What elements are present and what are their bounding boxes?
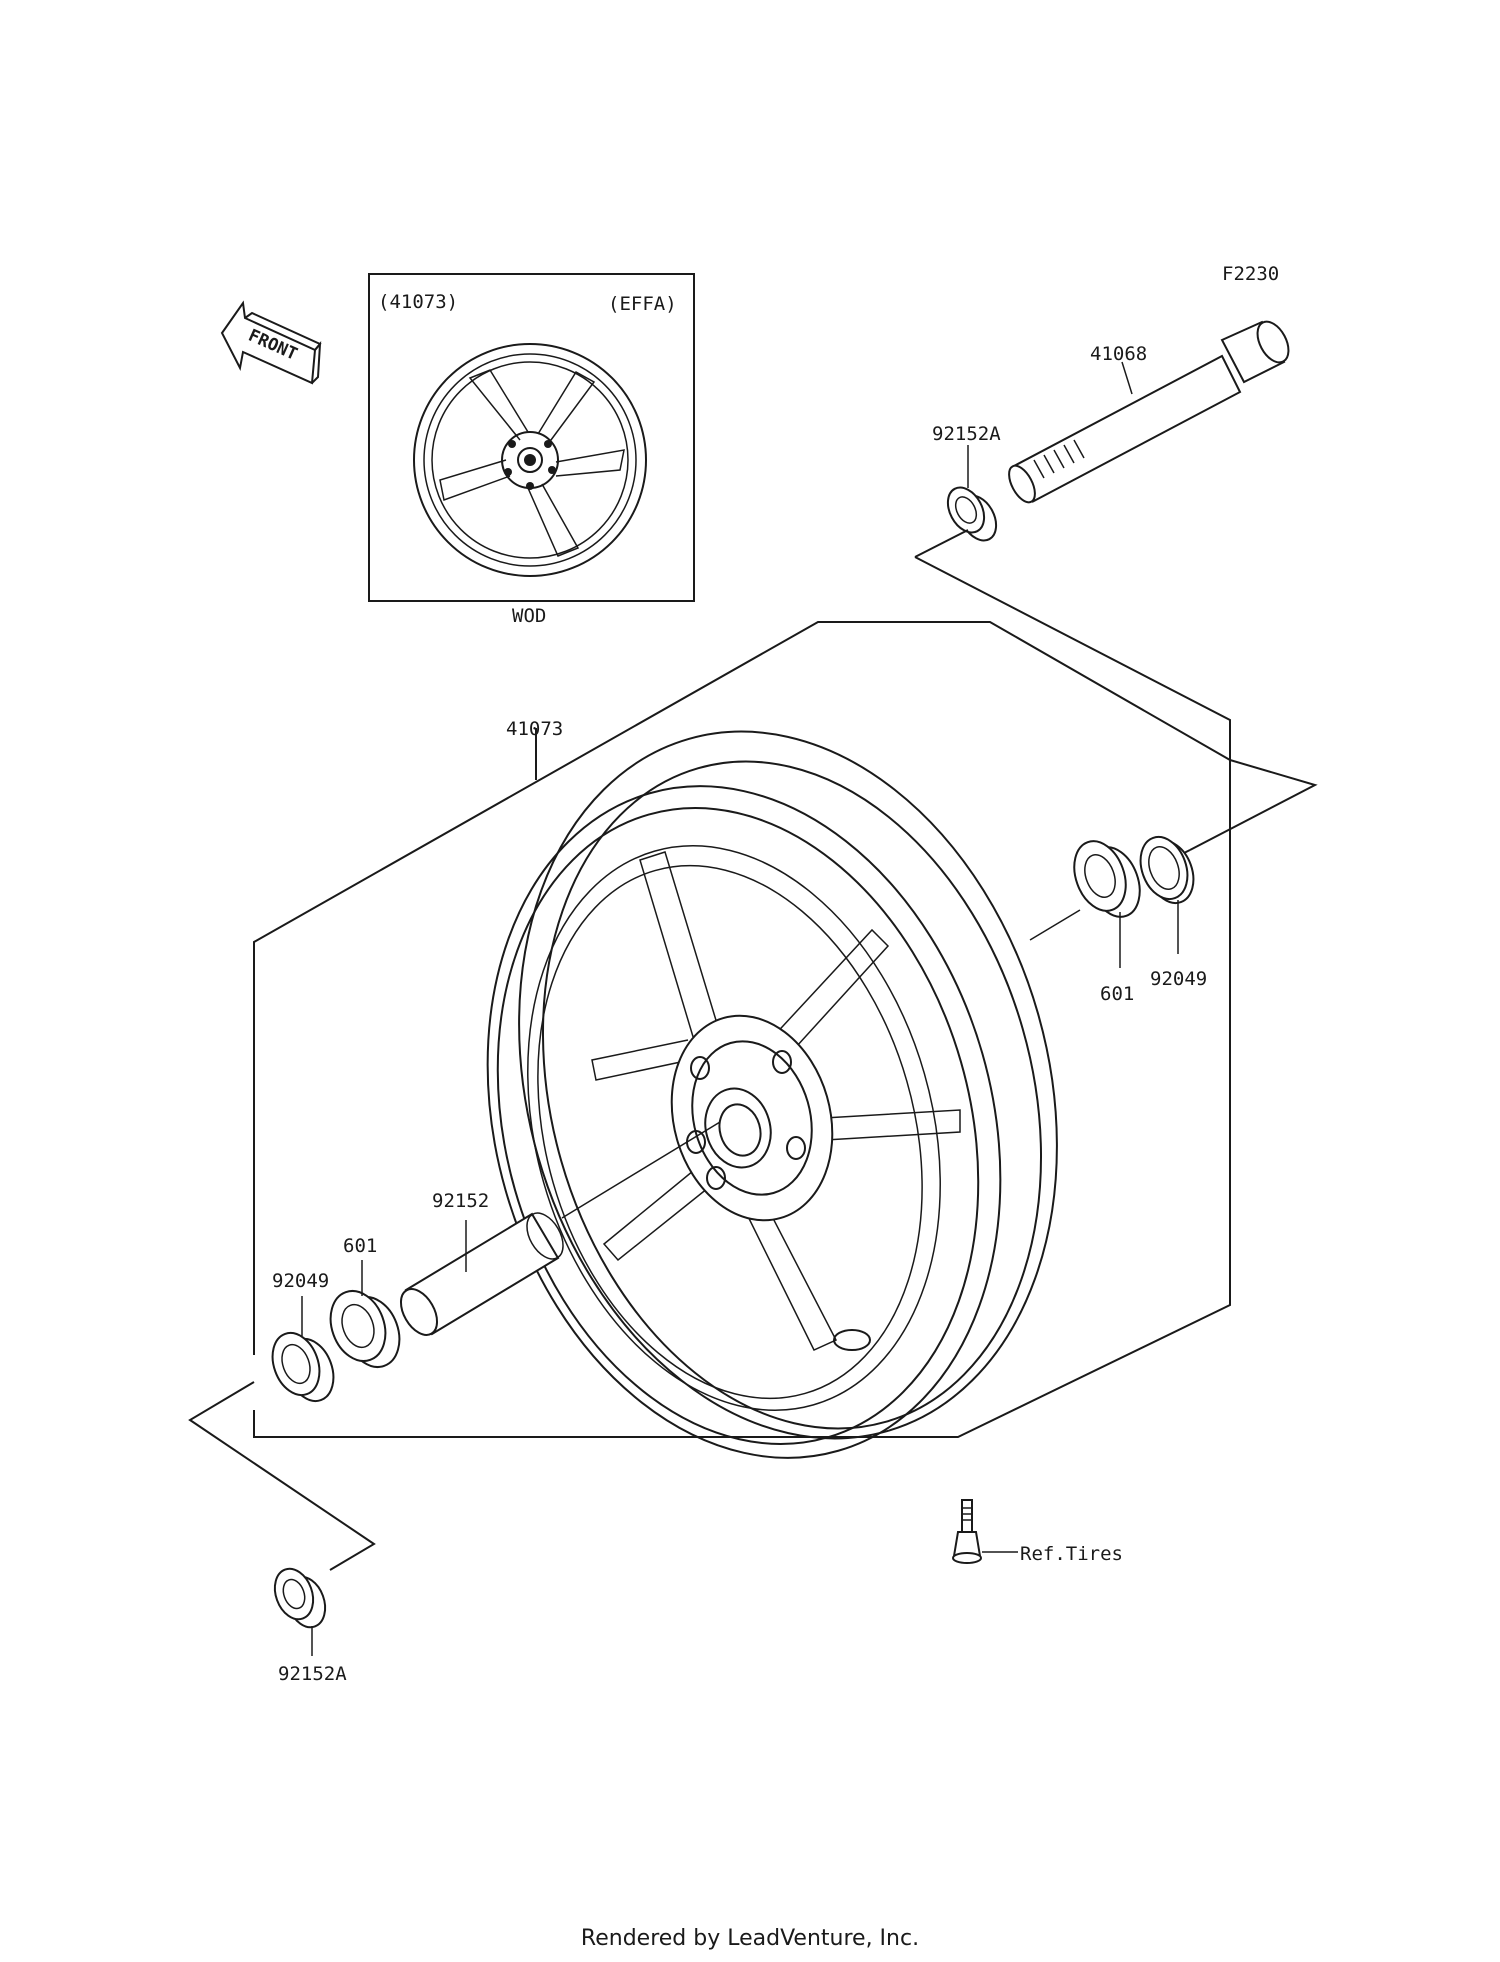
label-valve-reference: Ref.Tires bbox=[1020, 1543, 1123, 1565]
inset-wheel-icon bbox=[413, 343, 647, 577]
inset-variant-box: (41073) (EFFA) bbox=[368, 273, 695, 602]
wheel-part bbox=[486, 730, 1058, 1459]
inset-part-ref: (41073) bbox=[378, 291, 458, 313]
seal-left-part bbox=[271, 1296, 335, 1402]
label-bearing-left: 601 bbox=[343, 1235, 377, 1257]
spacer-part bbox=[399, 1121, 721, 1336]
collar-left-part bbox=[273, 1567, 327, 1656]
label-axle: 41068 bbox=[1090, 343, 1147, 365]
footer-credit: Rendered by LeadVenture, Inc. bbox=[580, 1926, 920, 1951]
front-arrow-icon: FRONT bbox=[220, 300, 322, 385]
valve-stem-icon bbox=[952, 1499, 1018, 1564]
label-wheel: 41073 bbox=[506, 718, 563, 740]
diagram-code: F2230 bbox=[1222, 263, 1279, 285]
axle-part bbox=[1008, 320, 1290, 504]
assembly-outline bbox=[188, 529, 1318, 1571]
bearing-left-part bbox=[329, 1260, 401, 1368]
inset-caption: WOD bbox=[512, 605, 546, 627]
collar-right-part bbox=[946, 445, 998, 542]
seal-right-part bbox=[1139, 836, 1195, 954]
label-bearing-right: 601 bbox=[1100, 983, 1134, 1005]
bearing-right-part bbox=[1073, 840, 1141, 968]
inset-variant-code: (EFFA) bbox=[608, 293, 677, 315]
label-collar-right: 92152A bbox=[932, 423, 1001, 445]
label-collar-left: 92152A bbox=[278, 1663, 347, 1685]
label-spacer: 92152 bbox=[432, 1190, 489, 1212]
leader-bearing-right-axis bbox=[1029, 909, 1081, 941]
label-seal-left: 92049 bbox=[272, 1270, 329, 1292]
label-seal-right: 92049 bbox=[1150, 968, 1207, 990]
